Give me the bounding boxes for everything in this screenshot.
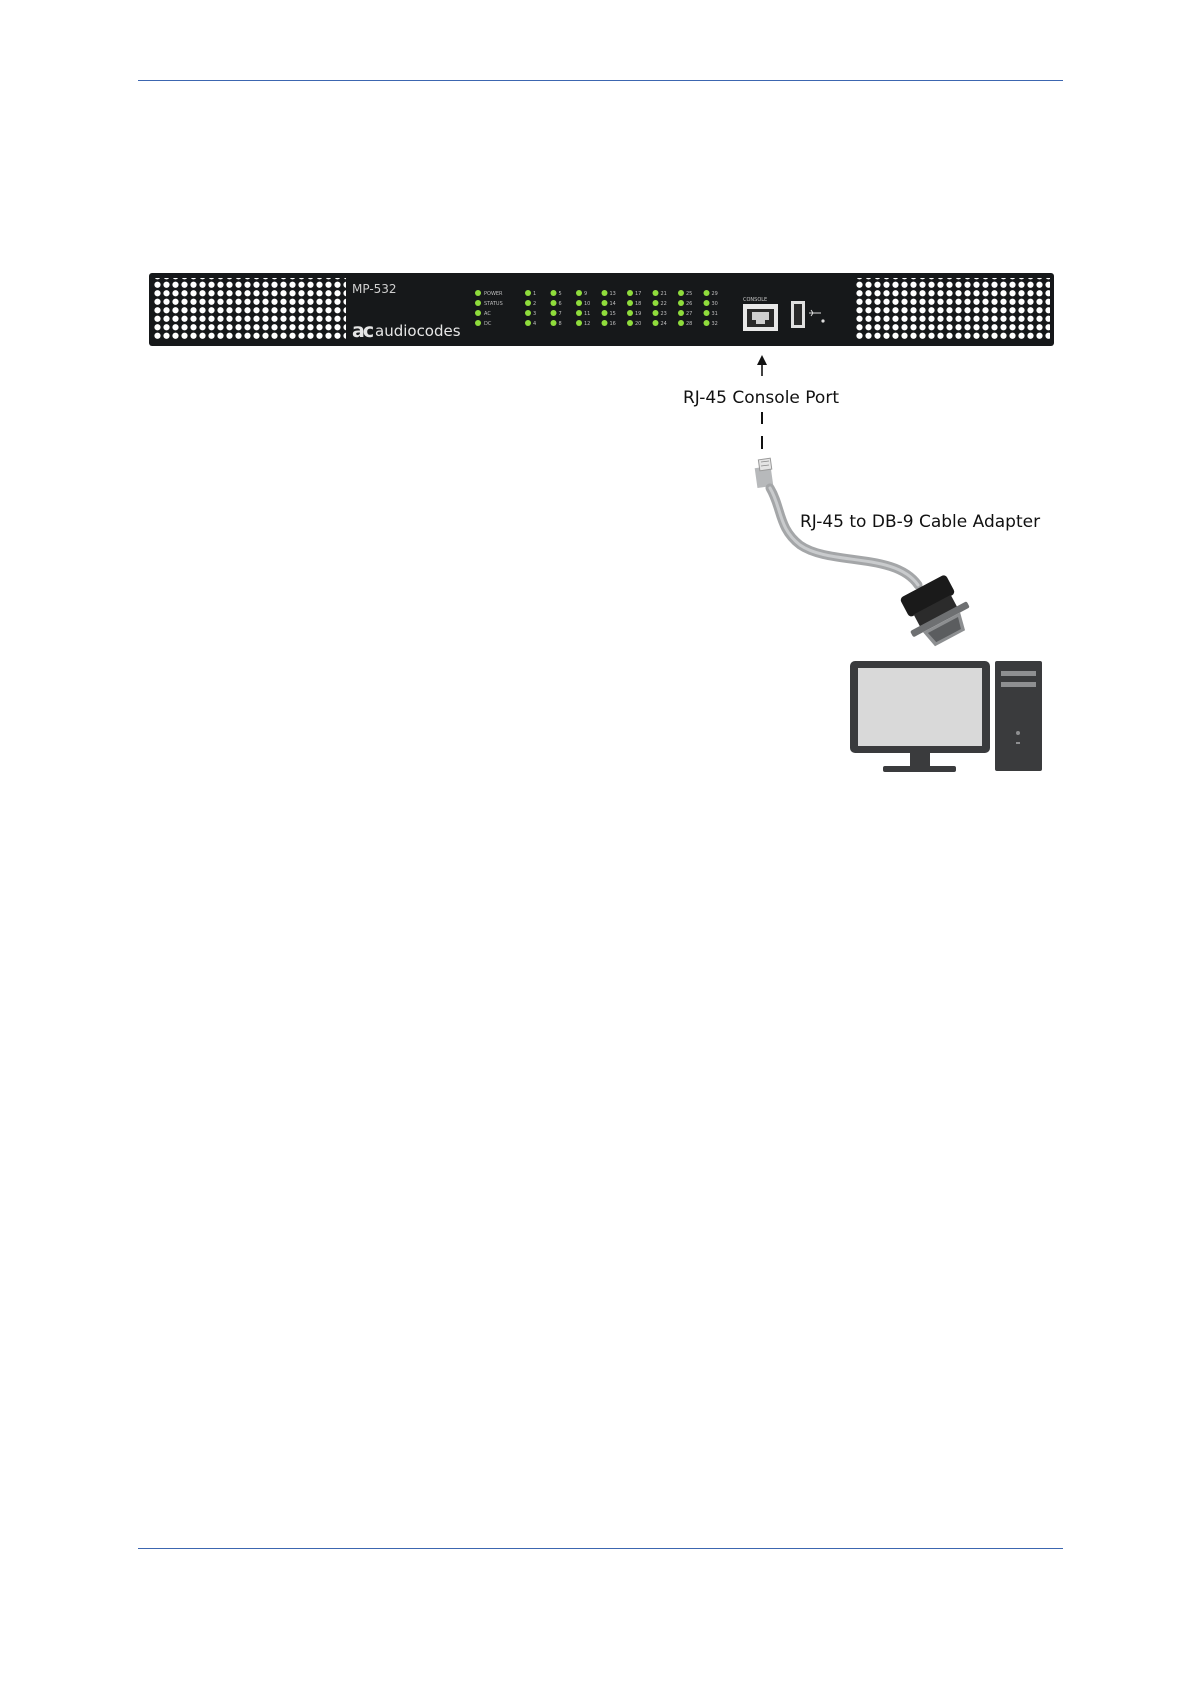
- console-port-callout: RJ-45 Console Port: [683, 388, 839, 408]
- port-led-10: [576, 300, 582, 306]
- port-led-label: 8: [559, 321, 562, 327]
- port-led-15: [602, 310, 608, 316]
- port-led-label: 21: [661, 291, 667, 297]
- model-label: MP-532: [352, 282, 397, 296]
- status-led-dc: [475, 320, 481, 326]
- port-led-label: 24: [661, 321, 667, 327]
- port-led-28: [678, 320, 684, 326]
- port-led-19: [627, 310, 633, 316]
- port-led-label: 4: [533, 321, 536, 327]
- status-led-ac: [475, 310, 481, 316]
- status-led-power: [475, 290, 481, 296]
- port-led-30: [704, 300, 710, 306]
- port-led-label: 2: [533, 301, 536, 307]
- port-led-label: 16: [610, 321, 616, 327]
- vent-right: [855, 278, 1050, 341]
- reset-pinhole-icon: [821, 319, 824, 322]
- port-led-14: [602, 300, 608, 306]
- port-led-label: 11: [584, 311, 590, 317]
- port-led-4: [525, 320, 531, 326]
- port-led-label: 22: [661, 301, 667, 307]
- port-led-label: 19: [635, 311, 641, 317]
- console-arrow: [757, 355, 767, 376]
- port-led-16: [602, 320, 608, 326]
- port-led-label: 1: [533, 291, 536, 297]
- port-led-label: 6: [559, 301, 562, 307]
- cable-adapter-callout: RJ-45 to DB-9 Cable Adapter: [800, 512, 1040, 532]
- db9-connector: [894, 571, 978, 653]
- port-led-label: 32: [712, 321, 718, 327]
- audiocodes-logo: ac audiocodes: [352, 320, 461, 342]
- port-led-label: 17: [635, 291, 641, 297]
- port-led-label: 15: [610, 311, 616, 317]
- port-led-31: [704, 310, 710, 316]
- port-led-12: [576, 320, 582, 326]
- port-led-label: 26: [686, 301, 692, 307]
- port-led-label: 30: [712, 301, 718, 307]
- port-led-20: [627, 320, 633, 326]
- status-led-status: [475, 300, 481, 306]
- port-led-17: [627, 290, 633, 296]
- status-led-label: POWER: [484, 291, 503, 297]
- port-led-label: 9: [584, 291, 587, 297]
- port-led-label: 5: [559, 291, 562, 297]
- port-led-24: [653, 320, 659, 326]
- port-led-label: 14: [610, 301, 616, 307]
- port-led-label: 7: [559, 311, 562, 317]
- port-led-32: [704, 320, 710, 326]
- port-led-5: [551, 290, 557, 296]
- port-led-1: [525, 290, 531, 296]
- pc-tower: [995, 661, 1042, 771]
- port-led-8: [551, 320, 557, 326]
- status-led-label: STATUS: [484, 301, 503, 307]
- port-led-21: [653, 290, 659, 296]
- port-led-label: 28: [686, 321, 692, 327]
- port-led-label: 18: [635, 301, 641, 307]
- port-led-label: 12: [584, 321, 590, 327]
- port-led-29: [704, 290, 710, 296]
- port-led-13: [602, 290, 608, 296]
- logo-wordmark: audiocodes: [375, 322, 461, 340]
- port-led-label: 31: [712, 311, 718, 317]
- status-led-label: DC: [484, 321, 492, 327]
- port-led-label: 20: [635, 321, 641, 327]
- rj45-db9-cable-adapter: [755, 458, 979, 653]
- logo-mark: ac: [352, 320, 373, 342]
- monitor-screen: [858, 668, 982, 746]
- port-led-label: 29: [712, 291, 718, 297]
- port-led-label: 3: [533, 311, 536, 317]
- port-led-7: [551, 310, 557, 316]
- port-led-11: [576, 310, 582, 316]
- port-led-18: [627, 300, 633, 306]
- port-led-label: 10: [584, 301, 590, 307]
- desktop-computer-icon: [850, 661, 1042, 772]
- port-led-22: [653, 300, 659, 306]
- port-led-27: [678, 310, 684, 316]
- vent-left: [154, 278, 346, 341]
- port-led-label: 13: [610, 291, 616, 297]
- port-led-label: 23: [661, 311, 667, 317]
- port-led-2: [525, 300, 531, 306]
- port-led-label: 25: [686, 291, 692, 297]
- console-port-label: CONSOLE: [743, 297, 767, 303]
- port-led-3: [525, 310, 531, 316]
- port-led-label: 27: [686, 311, 692, 317]
- port-led-26: [678, 300, 684, 306]
- status-led-label: AC: [484, 311, 491, 317]
- port-led-6: [551, 300, 557, 306]
- port-led-9: [576, 290, 582, 296]
- port-led-25: [678, 290, 684, 296]
- port-led-23: [653, 310, 659, 316]
